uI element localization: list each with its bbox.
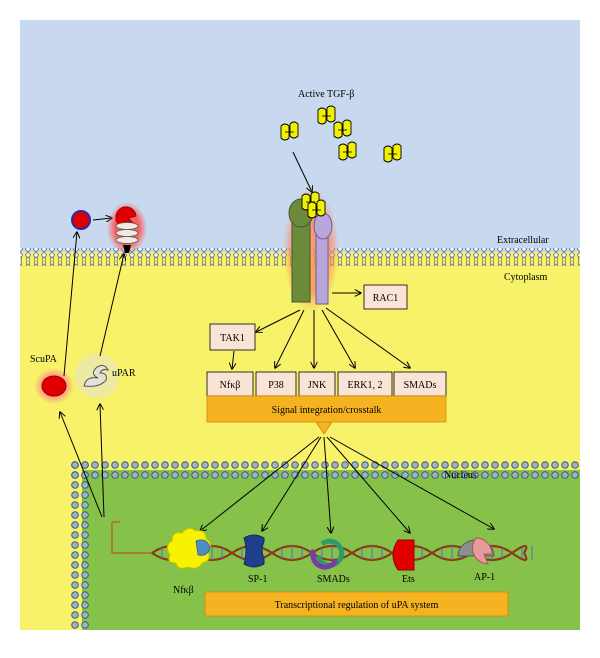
upar-label: uPAR	[112, 368, 136, 379]
svg-text:ERK1, 2: ERK1, 2	[348, 380, 383, 391]
ets-tf-icon	[392, 539, 415, 571]
tf-sp1-label: SP-1	[248, 574, 267, 585]
nucleus-label: Nucleus	[444, 470, 477, 481]
tak1-box: TAK1	[209, 323, 256, 351]
upar-bound-complex-icon	[107, 202, 147, 254]
signal-integration-bar: Signal integration/crosstalk	[206, 395, 447, 423]
active-tgf-label: Active TGF-β	[298, 89, 354, 100]
svg-text:SMADs: SMADs	[404, 380, 437, 391]
svg-text:P38: P38	[268, 380, 284, 391]
tf-nfkb-label: Nfκβ	[173, 585, 194, 596]
svg-text:Signal integration/crosstalk: Signal integration/crosstalk	[272, 405, 382, 416]
upar-icon	[75, 354, 119, 398]
scupa-label: ScuPA	[30, 354, 58, 365]
nuclear-membrane-top	[70, 460, 580, 480]
nfkb-box: Nfκβ	[206, 371, 254, 397]
p38-box: P38	[255, 371, 297, 397]
jnk-box: JNK	[298, 371, 336, 397]
svg-text:TAK1: TAK1	[220, 333, 245, 344]
smads-tf-icon	[310, 538, 345, 570]
tf-smads-label: SMADs	[317, 574, 350, 585]
svg-text:RAC1: RAC1	[373, 293, 399, 304]
scupa-icon	[41, 375, 67, 397]
down-arrow-icon	[315, 421, 333, 435]
nuclear-membrane-left	[70, 460, 90, 630]
transcriptional-regulation-bar: Transcriptional regulation of uPA system	[204, 591, 509, 617]
tf-ap1-label: AP-1	[474, 572, 495, 583]
rac1-box: RAC1	[363, 284, 408, 310]
cytoplasm-label: Cytoplasm	[504, 272, 548, 283]
ap1-tf-icon	[457, 537, 495, 565]
tf-ets-label: Ets	[402, 574, 415, 585]
tgf-beta-receptor-icon	[283, 188, 339, 312]
nfkb-tf-icon	[166, 527, 212, 569]
svg-text:Nfκβ: Nfκβ	[220, 380, 241, 391]
scupa-membrane-icon	[71, 210, 91, 230]
smads-box: SMADs	[393, 371, 447, 397]
svg-text:Transcriptional regulation of: Transcriptional regulation of uPA system	[275, 600, 439, 611]
erk-box: ERK1, 2	[337, 371, 393, 397]
svg-text:JNK: JNK	[308, 380, 327, 391]
sp1-tf-icon	[243, 534, 265, 568]
extracellular-label: Extracellular	[497, 235, 549, 246]
